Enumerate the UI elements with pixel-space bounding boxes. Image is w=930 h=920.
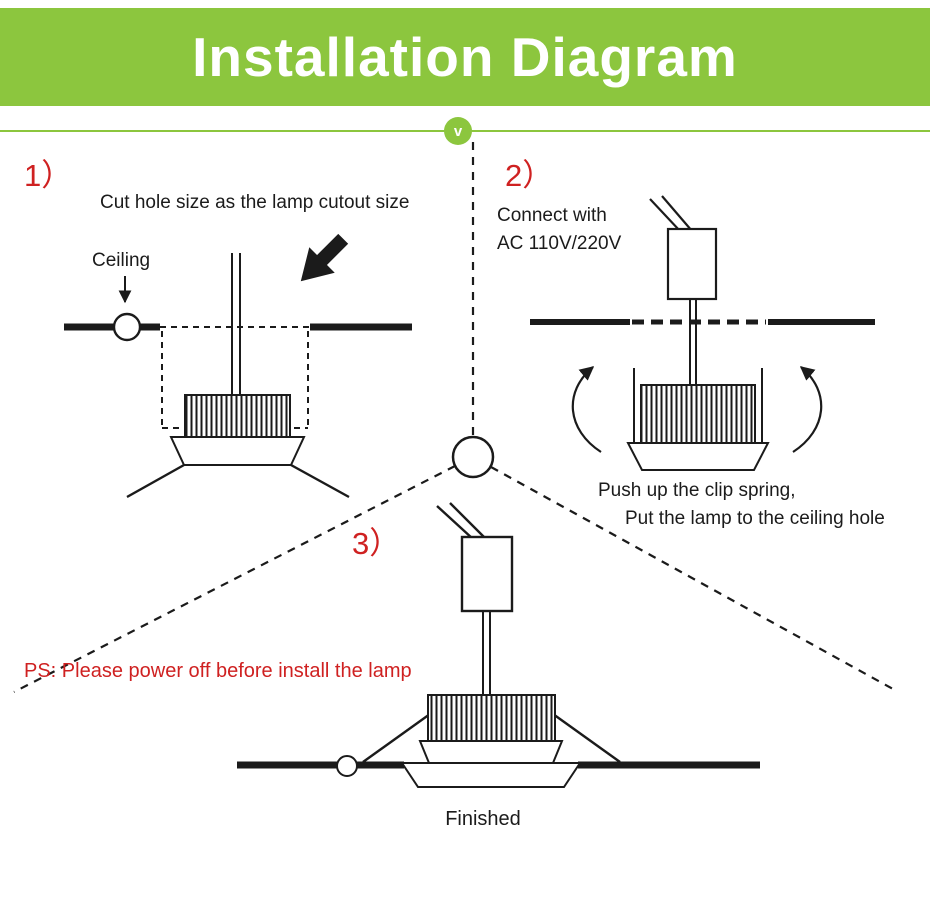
header-banner: Installation Diagram [0,8,930,106]
step3-clip-spring [552,713,621,763]
chevron-down-icon: v [444,117,472,145]
step3-lamp-heatsink [427,694,556,742]
step3-supply-wire [436,505,474,540]
step2-driver-box [666,227,718,301]
page-title: Installation Diagram [192,26,738,88]
finished-label: Finished [445,808,521,830]
ceiling-label: Ceiling [92,250,151,271]
step3-ceiling-marker [336,755,358,777]
step1-clip-spring [126,463,185,499]
step2-lamp-trim [626,442,770,471]
step2-connect-line2: AC 110V/220V [497,233,622,254]
push-up-arrow-right-icon [792,366,823,453]
big-down-left-arrow-icon [300,233,349,282]
step3-clip-spring [362,713,431,763]
step3-drawing [237,502,760,788]
step3-number: 3） [352,526,401,561]
step1-ceiling-marker [112,312,142,342]
step1-lamp-trim [169,436,306,466]
step3-driver-box [460,535,514,613]
step1-caption: Cut hole size as the lamp cutout size [100,192,410,213]
step1-drawing [64,233,412,499]
central-node-circle [451,435,495,479]
step2-drawing [530,195,875,471]
power-off-warning: PS: Please power off before install the … [24,660,412,682]
step2-lamp-heatsink [640,384,756,444]
step3-lamp-bezel [400,762,582,788]
step1-number: 1） [24,158,73,193]
step2-supply-wire [649,198,681,232]
step2-instruction-line2: Put the lamp to the ceiling hole [625,508,885,529]
step2-instruction-line1: Push up the clip spring, [598,480,796,501]
section-separators [13,142,894,693]
step1-lamp-heatsink [184,394,291,438]
step3-lamp-body [418,740,564,764]
step2-supply-wire [661,195,693,232]
step3-supply-wire [449,502,487,540]
step2-connect-line1: Connect with [497,205,607,226]
step1-clip-spring [290,463,350,499]
push-up-arrow-left-icon [571,366,602,453]
step2-number: 2） [505,158,554,193]
